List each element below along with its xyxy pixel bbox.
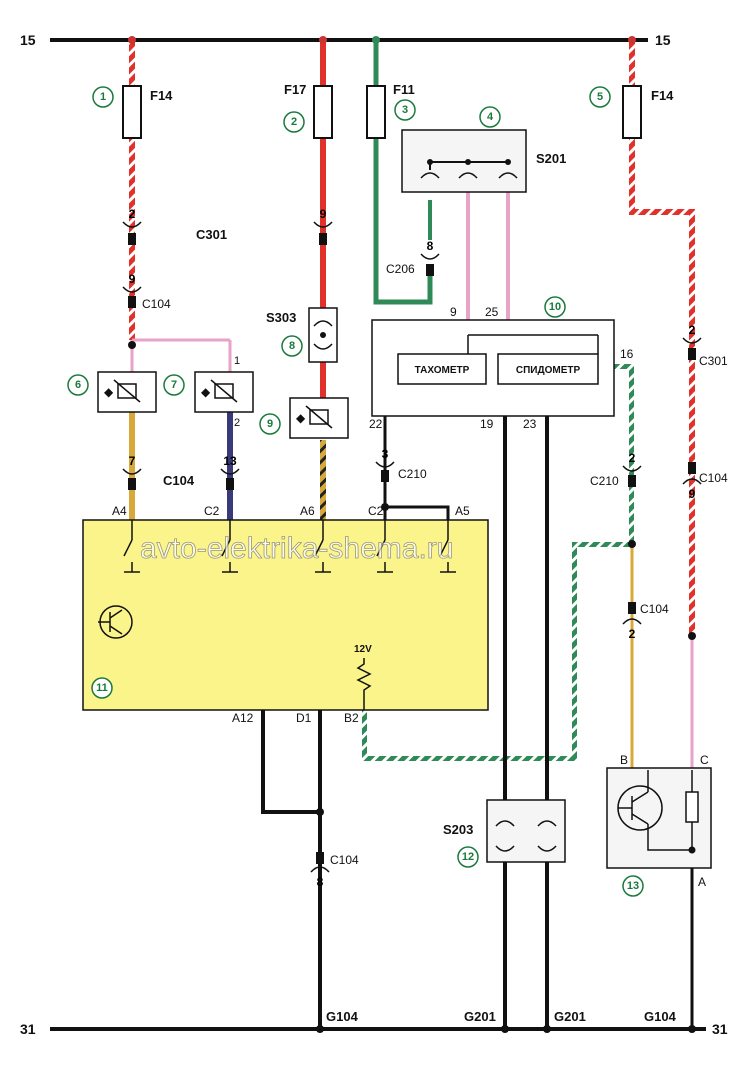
- callout-1: 1: [100, 91, 106, 103]
- splice-s203-label: S203: [443, 822, 473, 837]
- fuse-f14-left-label: F14: [150, 88, 173, 103]
- connector-c104-mid: C104: [163, 473, 195, 488]
- sensor-transistor-icon: [617, 770, 663, 831]
- ecu-pin-a12: A12: [232, 711, 254, 725]
- relay-9-diode-icon: ◆: [296, 411, 306, 425]
- speedometer-box: [497, 353, 599, 385]
- ecu-resistor-icon: [356, 658, 372, 710]
- ecu-pin-b2: B2: [344, 711, 359, 725]
- relay-9: [289, 397, 349, 439]
- cluster-pin-19: 19: [480, 417, 494, 431]
- ecu-pin-a4: A4: [112, 504, 127, 518]
- tachometer-label: ТАХОМЕТР: [415, 365, 470, 376]
- cluster-pin-16: 16: [620, 347, 634, 361]
- ground-g104-left: G104: [326, 1009, 359, 1024]
- fuse-f14-right-label: F14: [651, 88, 674, 103]
- ecu-pin-a6: A6: [300, 504, 315, 518]
- callout-2: 2: [291, 116, 297, 128]
- ecu-pin-c2-right: C2: [368, 504, 384, 518]
- cluster-pin-9: 9: [450, 305, 457, 319]
- relay-6: [97, 371, 157, 413]
- connector-c104-right-lower: C104: [640, 602, 669, 616]
- connector-c104-ground: C104: [330, 853, 359, 867]
- pin-13: 13: [223, 454, 237, 468]
- rail-15-right-label: 15: [655, 32, 671, 48]
- callout-4: 4: [487, 111, 494, 123]
- callout-7: 7: [171, 379, 177, 391]
- pin-9-right: 9: [689, 487, 696, 501]
- pin-8-c206: 8: [427, 239, 434, 253]
- fuse-f17-label: F17: [284, 82, 306, 97]
- cluster-pin-23: 23: [523, 417, 537, 431]
- connector-c206: C206: [386, 262, 415, 276]
- splice-s303: [308, 307, 338, 363]
- callout-9: 9: [267, 418, 273, 430]
- pin-2-right-lower: 2: [629, 627, 636, 641]
- pin-9-c104-left: 9: [129, 272, 136, 286]
- relay-7: [194, 371, 254, 413]
- relay-7-pin-2: 2: [234, 417, 240, 429]
- ecu-module: [82, 519, 489, 711]
- pin-3-c210: 3: [382, 447, 389, 461]
- ecu-switch-inputs: [123, 520, 456, 573]
- sensor-pin-a: A: [698, 875, 706, 889]
- connector-c301-right: C301: [699, 354, 728, 368]
- fuse-f14-right: [622, 85, 642, 139]
- pin-2-c210-right: 2: [629, 451, 636, 465]
- callout-8: 8: [289, 340, 295, 352]
- tachometer-box: [397, 353, 487, 385]
- connector-c210-right: C210: [590, 474, 619, 488]
- pin-9-f17: 9: [320, 207, 327, 221]
- splice-s203: [486, 799, 566, 863]
- connector-c210-left: C210: [398, 467, 427, 481]
- relay-7-pin-1: 1: [234, 355, 240, 367]
- connector-c104-left: C104: [142, 297, 171, 311]
- sensor-resistor-icon: [685, 791, 699, 823]
- pin-7: 7: [129, 454, 136, 468]
- callout-12: 12: [462, 851, 474, 863]
- ecu-pin-c2-left: C2: [204, 504, 220, 518]
- relay-7-diode-icon: ◆: [201, 385, 211, 399]
- pin-2-c301: 2: [129, 207, 136, 221]
- rail-31-left-label: 31: [20, 1021, 36, 1037]
- relay-6-diode-icon: ◆: [104, 385, 114, 399]
- watermark: avto-elektrika-shema.ru: [140, 532, 453, 565]
- pin-8-ground: 8: [317, 875, 324, 889]
- fuse-f17: [313, 85, 333, 139]
- rail-31-right-label: 31: [712, 1021, 728, 1037]
- fuse-f14-left: [122, 85, 142, 139]
- callout-3: 3: [402, 104, 408, 116]
- callout-10: 10: [549, 301, 561, 313]
- speedometer-label: СПИДОМЕТР: [516, 365, 581, 376]
- sensor-pin-b: B: [620, 753, 628, 767]
- callout-11: 11: [96, 682, 108, 694]
- ecu-pin-a5: A5: [455, 504, 470, 518]
- fuse-f11: [366, 85, 386, 139]
- splice-s201-label: S201: [536, 151, 566, 166]
- cluster-pin-25: 25: [485, 305, 499, 319]
- connector-c301-left: C301: [196, 227, 227, 242]
- connector-c104-right: C104: [699, 471, 728, 485]
- callout-13: 13: [627, 880, 639, 892]
- ecu-pin-d1: D1: [296, 711, 312, 725]
- fuse-f11-label: F11: [393, 82, 415, 97]
- splice-s303-label: S303: [266, 310, 296, 325]
- ecu-voltage-label: 12V: [354, 644, 372, 655]
- ground-g201-left: G201: [464, 1009, 496, 1024]
- transistor-icon: [98, 605, 133, 639]
- callout-6: 6: [75, 379, 81, 391]
- cluster-pin-22: 22: [369, 417, 383, 431]
- callout-5: 5: [597, 91, 603, 103]
- rail-15-left-label: 15: [20, 32, 36, 48]
- pin-2-c301-right: 2: [689, 323, 696, 337]
- sensor-pin-c: C: [700, 753, 709, 767]
- ground-g104-right: G104: [644, 1009, 677, 1024]
- ground-g201-right: G201: [554, 1009, 586, 1024]
